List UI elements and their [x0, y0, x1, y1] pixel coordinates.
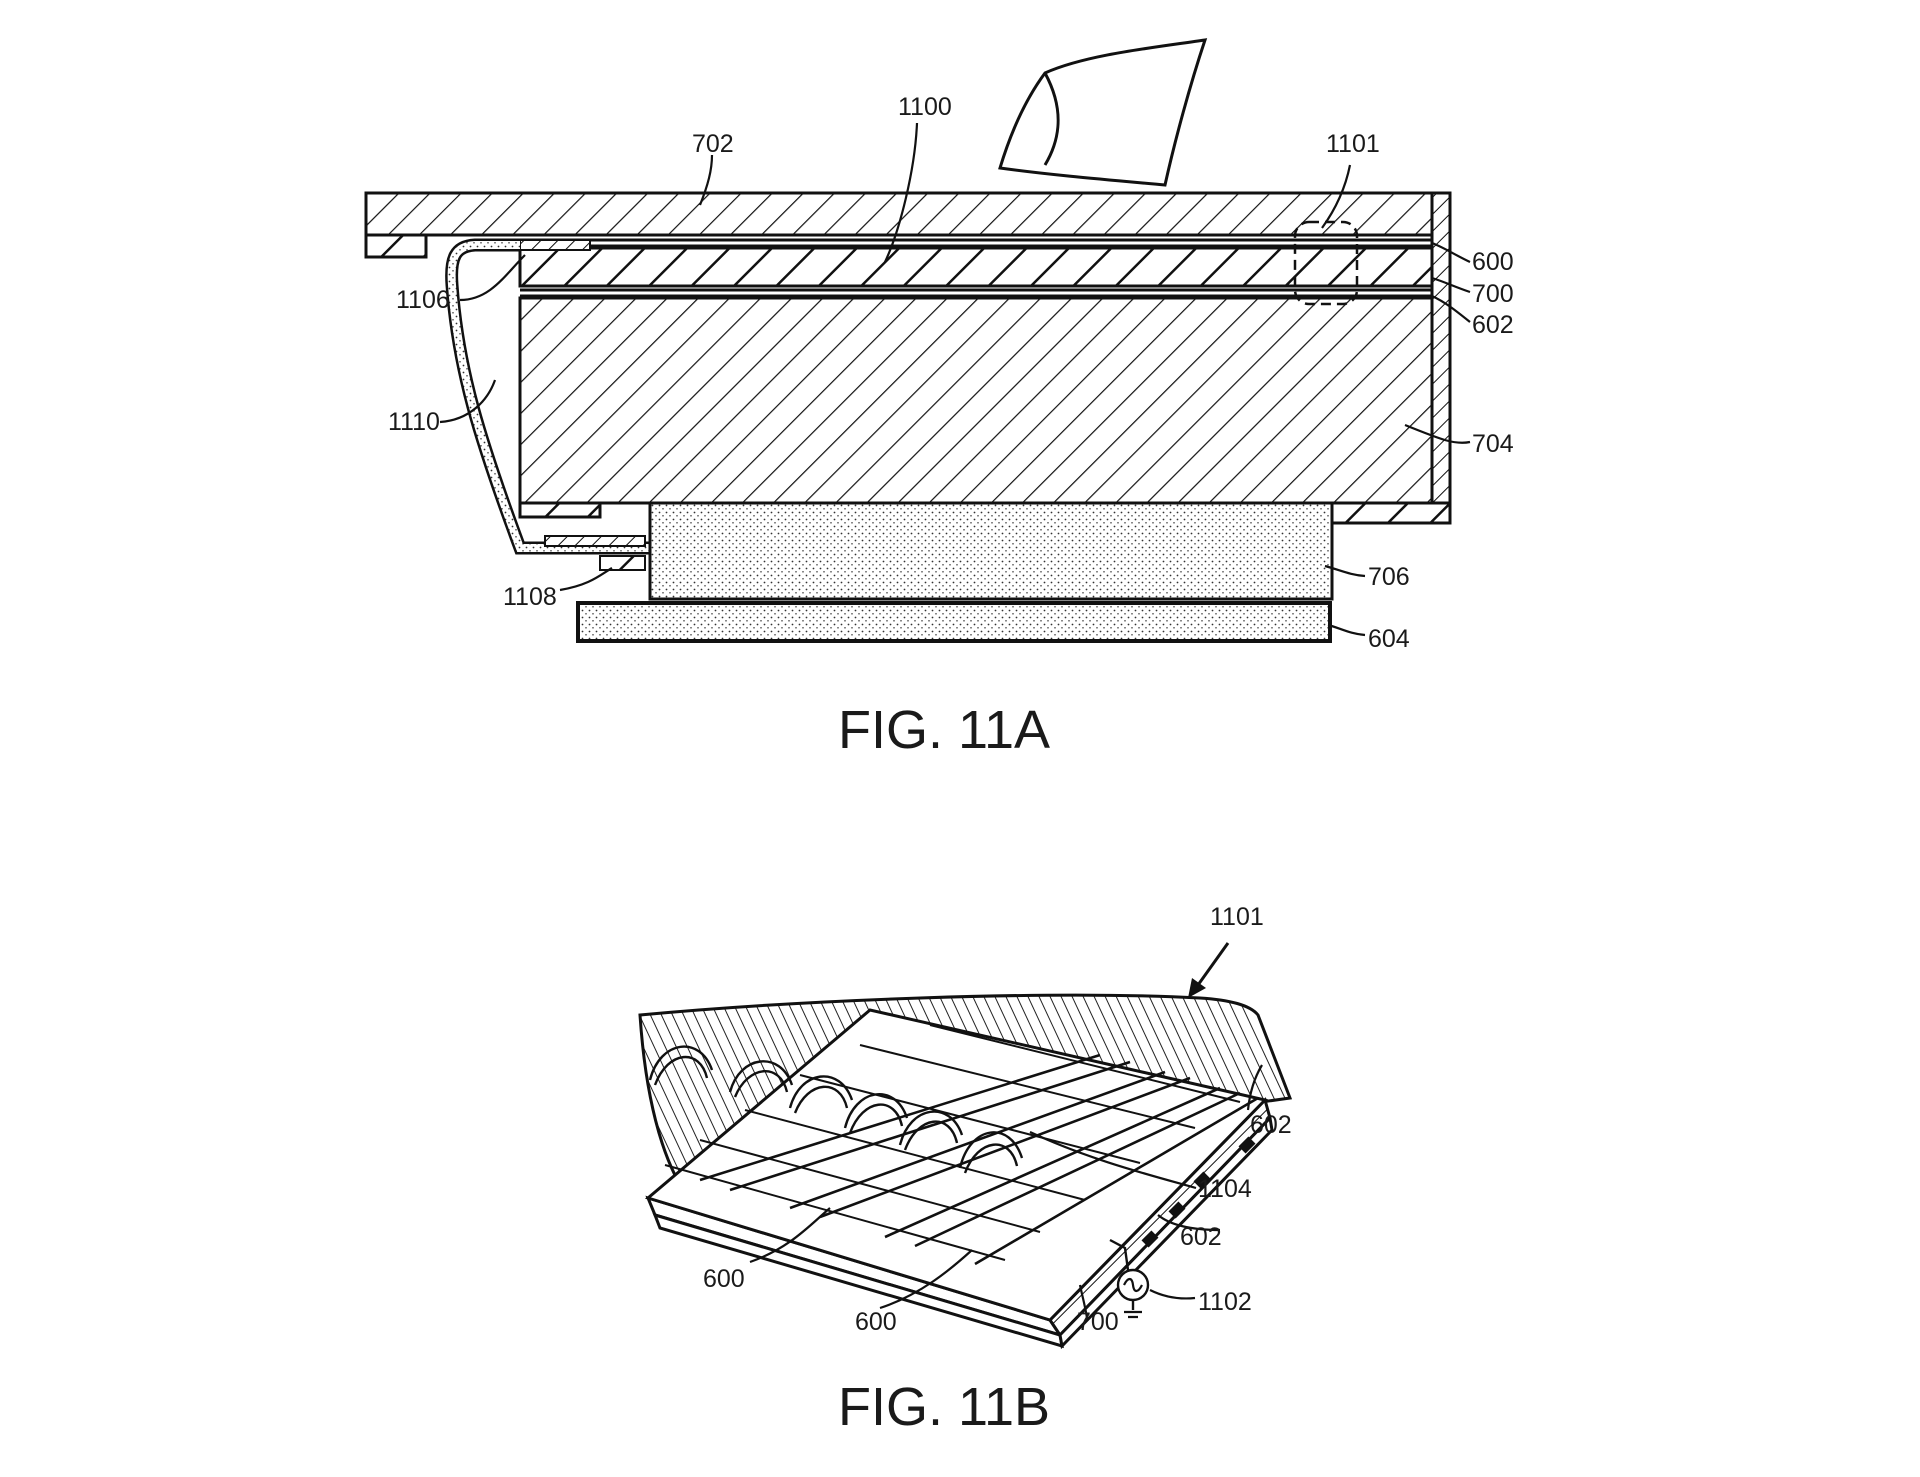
label-704: 704 [1472, 430, 1514, 458]
label-1106: 1106 [396, 286, 450, 314]
bottom-frame [1320, 503, 1450, 523]
label-602: 602 [1472, 311, 1514, 339]
label-700: 700 [1472, 280, 1514, 308]
label-600-left: 600 [703, 1265, 745, 1293]
label-1101: 1101 [1326, 130, 1380, 158]
label-1110: 1110 [388, 408, 440, 436]
label-706: 706 [1368, 563, 1410, 591]
label-602-bottom: 602 [1180, 1223, 1222, 1251]
label-600-bottom: 600 [855, 1308, 897, 1336]
label-602-top: 602 [1250, 1111, 1292, 1139]
arrow-1101 [1188, 943, 1228, 998]
label-1104: 1104 [1198, 1175, 1252, 1203]
caption-fig-11b: FIG. 11B [838, 1377, 1050, 1437]
label-600: 600 [1472, 248, 1514, 276]
label-1102: 1102 [1198, 1288, 1252, 1316]
label-700-b: 700 [1077, 1308, 1119, 1336]
label-1101-b: 1101 [1210, 903, 1264, 931]
side-frame [1432, 193, 1450, 523]
label-1108: 1108 [503, 583, 557, 611]
display-body-704 [520, 298, 1432, 503]
fig-11b: 1101 602 1104 602 600 600 700 1102 FIG. … [640, 903, 1292, 1437]
label-604: 604 [1368, 625, 1410, 653]
backlight-706 [650, 503, 1332, 599]
bottom-left-bracket [520, 503, 600, 517]
fig-11a: 702 1100 1101 600 700 602 1106 1110 704 … [366, 40, 1514, 760]
pcb-604 [578, 603, 1330, 641]
finger-illustration [1000, 40, 1205, 185]
label-702: 702 [692, 130, 734, 158]
caption-fig-11a: FIG. 11A [838, 700, 1050, 760]
label-1100: 1100 [898, 93, 952, 121]
